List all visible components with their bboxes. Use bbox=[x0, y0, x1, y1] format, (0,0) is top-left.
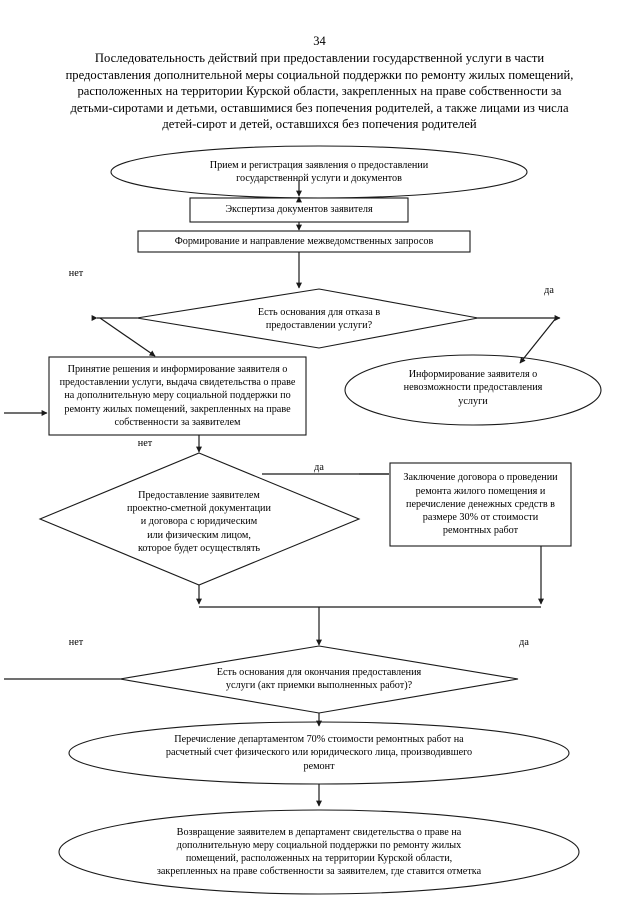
edge-label-yes-documents: да bbox=[314, 462, 324, 473]
flow-connectors bbox=[4, 180, 561, 807]
node-rect-contract bbox=[389, 462, 572, 547]
edge-label-no-refusal: нет bbox=[68, 268, 84, 279]
edge-refusal-yes-diag bbox=[519, 317, 557, 364]
edge-label-no-completion: нет bbox=[68, 637, 84, 648]
edge-label-no-documents: нет bbox=[137, 438, 153, 449]
node-label-expertise: Экспертиза документов заявителя bbox=[225, 204, 373, 216]
node-label-interagency: Формирование и направление межведомствен… bbox=[174, 235, 434, 247]
node-rect-decision bbox=[48, 356, 307, 436]
edge-label-yes-completion: да bbox=[519, 637, 529, 648]
node-label-documents: Предоставление заявителем проектно-сметн… bbox=[127, 489, 271, 554]
node-label-refusal: Есть основания для отказа в предоставлен… bbox=[257, 306, 381, 331]
node-label-return: Возвращение заявителем в департамент сви… bbox=[156, 826, 482, 878]
node-label-transfer: Перечисление департаментом 70% стоимости… bbox=[165, 734, 473, 772]
node-ellipse-impossible bbox=[344, 354, 602, 426]
node-ellipse-return bbox=[58, 809, 580, 895]
node-label-completion: Есть основания для окончания предоставле… bbox=[216, 666, 422, 691]
edge-label-yes-refusal: да bbox=[544, 285, 554, 296]
node-label-intake: Прием и регистрация заявления о предоста… bbox=[209, 159, 429, 184]
node-diamond-refusal bbox=[136, 288, 479, 349]
node-label-impossible: Информирование заявителя о невозможности… bbox=[403, 369, 543, 407]
edge-refusal-no-diag bbox=[99, 317, 156, 357]
page-title: Последовательность действий при предоста… bbox=[65, 51, 574, 131]
page-number: 34 bbox=[313, 34, 326, 48]
node-rect-interagency bbox=[137, 230, 471, 253]
node-label-contract: Заключение договора о проведении ремонта… bbox=[403, 472, 558, 537]
node-label-decision: Принятие решения и информирование заявит… bbox=[59, 363, 296, 428]
